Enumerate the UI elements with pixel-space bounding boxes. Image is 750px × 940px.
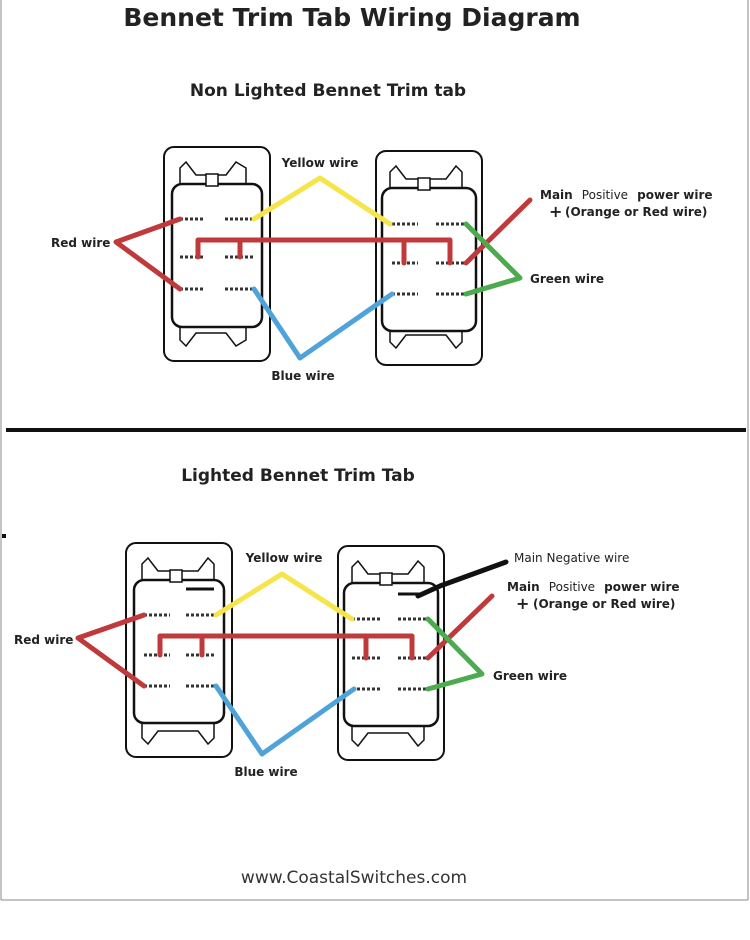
green-wire-label: Green wire [530, 272, 604, 286]
left-rocker-switch [163, 146, 271, 362]
positive-power-wire [463, 197, 533, 266]
plus-symbol: + [549, 202, 562, 221]
lighted-heading: Lighted Bennet Trim Tab [181, 466, 415, 486]
positive-wire-label: Main Positive power wire [540, 184, 713, 203]
negative-wire-lighted [415, 559, 509, 599]
negative-wire-label: Main Negative wire [514, 551, 629, 565]
blue-wire [251, 286, 395, 361]
blue-wire-label: Blue wire [271, 369, 334, 383]
red-wire-loop-lighted [75, 612, 147, 689]
non-lighted-section: Non Lighted Bennet Trim tab [51, 81, 713, 383]
footer-url: www.CoastalSwitches.com [241, 868, 467, 888]
plus-symbol-lighted: + [516, 594, 529, 613]
left-lighted-rocker-switch [125, 542, 233, 758]
right-lighted-rocker-switch [337, 545, 445, 761]
yellow-wire [251, 175, 393, 227]
non-lighted-heading: Non Lighted Bennet Trim tab [190, 81, 466, 101]
red-wire-loop [113, 216, 183, 292]
yellow-wire-lighted [213, 571, 355, 622]
red-wire-label-lighted: Red wire [14, 633, 73, 647]
green-wire-lighted [425, 616, 485, 692]
positive-power-wire-lighted [425, 593, 495, 661]
lighted-section: Lighted Bennet Trim Tab [14, 466, 680, 779]
page-title: Bennet Trim Tab Wiring Diagram [123, 3, 580, 32]
green-wire [463, 221, 523, 297]
positive-wire-label-lighted: Main Positive power wire [507, 576, 680, 595]
positive-wire-note-lighted: (Orange or Red wire) [533, 597, 675, 611]
red-wire-bridge [195, 237, 453, 266]
blue-wire-label-lighted: Blue wire [234, 765, 297, 779]
right-rocker-switch [375, 150, 483, 366]
yellow-wire-label-lighted: Yellow wire [245, 551, 323, 565]
positive-wire-note: (Orange or Red wire) [565, 205, 707, 219]
red-wire-label: Red wire [51, 236, 110, 250]
yellow-wire-label: Yellow wire [281, 156, 359, 170]
green-wire-label-lighted: Green wire [493, 669, 567, 683]
red-wire-bridge-lighted [157, 633, 415, 661]
blue-wire-lighted [213, 683, 357, 757]
